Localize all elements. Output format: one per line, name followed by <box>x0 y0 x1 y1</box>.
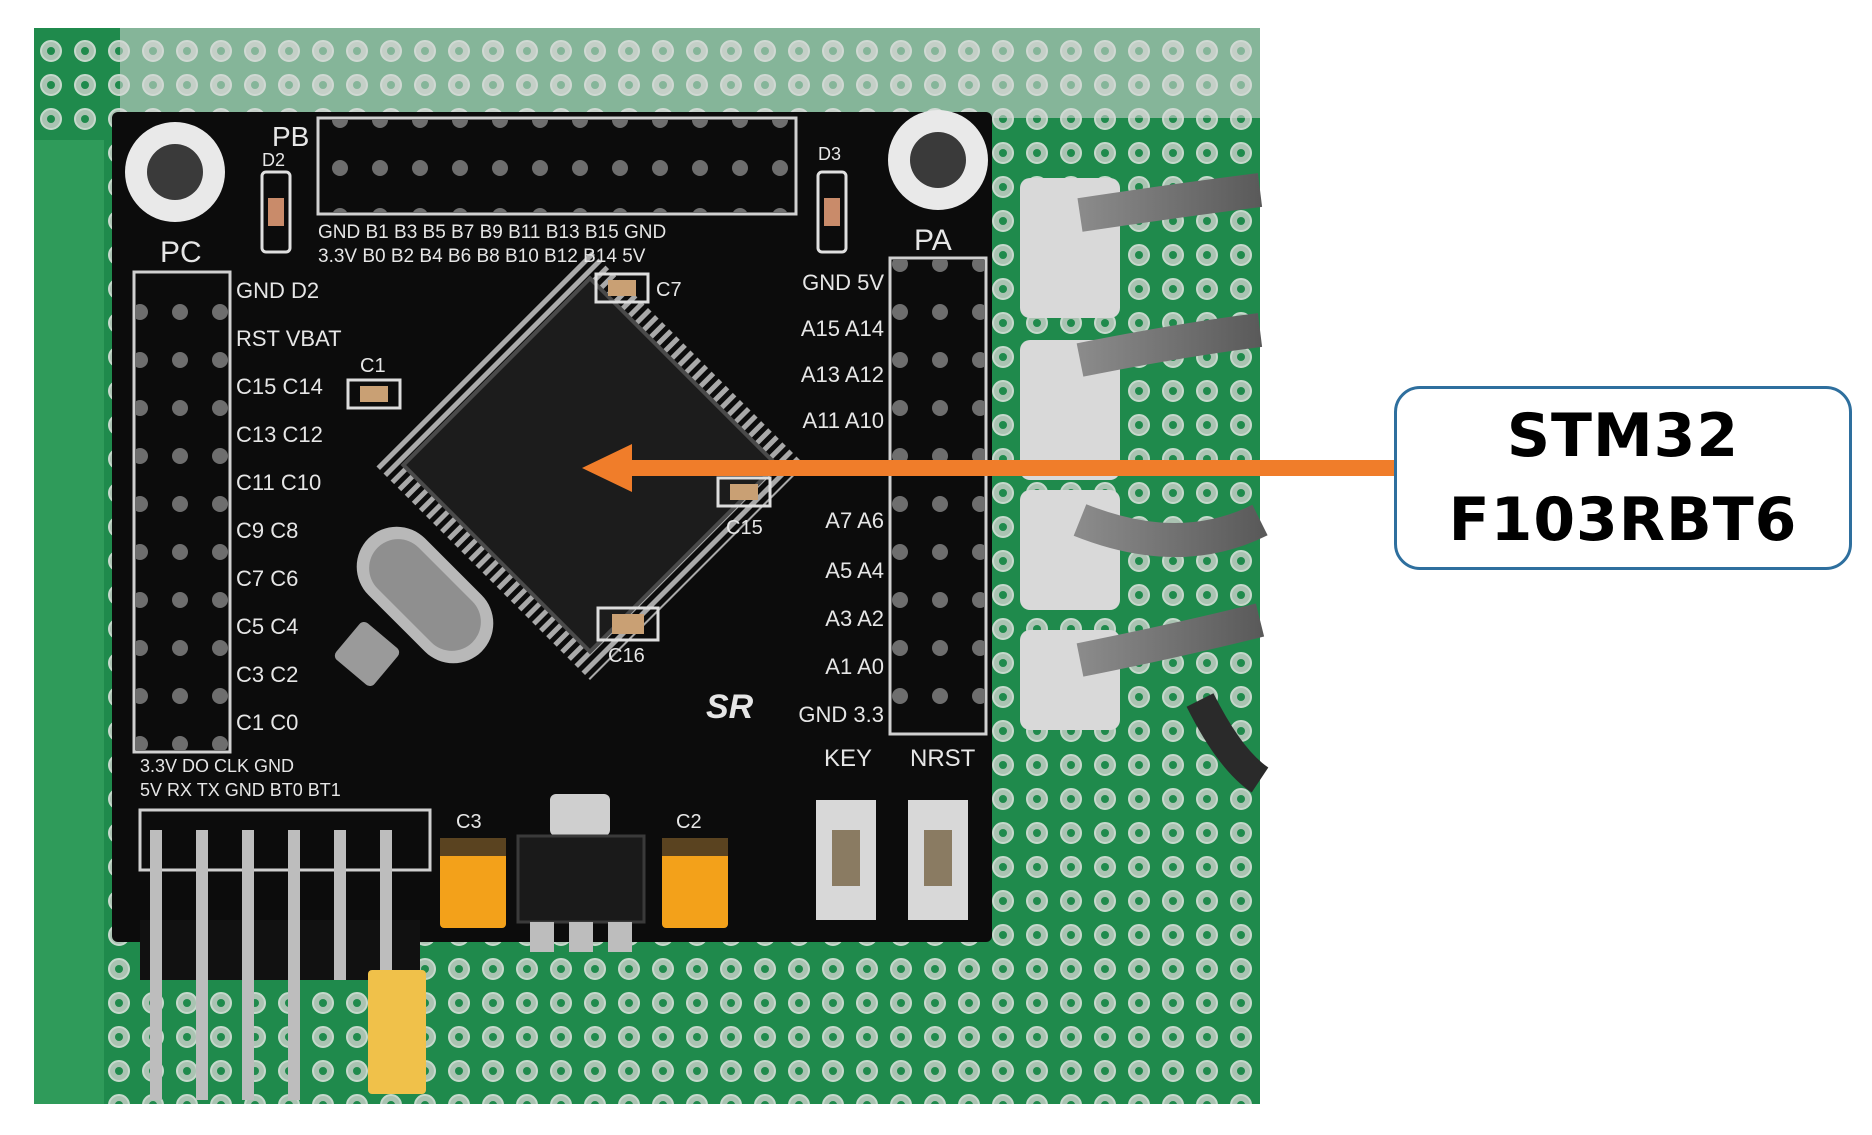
pa-pin-label: GND 3.3 <box>798 702 884 727</box>
label-c16: C16 <box>608 645 645 667</box>
pc-pin-label: C9 C8 <box>236 518 298 543</box>
pc-header <box>132 270 232 754</box>
callout-line-2: F103RBT6 <box>1448 485 1798 555</box>
label-c2: C2 <box>676 811 702 833</box>
pa-pin-label: A15 A14 <box>801 316 884 341</box>
cap-c15 <box>716 476 772 508</box>
pc-pin-label: C1 C0 <box>236 710 298 735</box>
led-d2 <box>260 170 292 254</box>
label-header-top: 3.3V DO CLK GND <box>140 756 294 776</box>
label-header-bottom: 5V RX TX GND BT0 BT1 <box>140 780 341 800</box>
pa-header <box>888 256 988 736</box>
pc-pin-label: C11 C10 <box>236 470 321 495</box>
pa-pin-label: A1 A0 <box>825 654 884 679</box>
pa-pin-label: GND 5V <box>802 270 884 295</box>
pc-pin-label: GND D2 <box>236 278 319 303</box>
pa-pin-label: A11 A10 <box>802 408 884 433</box>
pc-pin-label: C7 C6 <box>236 566 298 591</box>
pa-pin-label: A7 A6 <box>825 508 884 533</box>
callout-line-1: STM32 <box>1506 401 1740 471</box>
label-c7: C7 <box>656 279 682 301</box>
pointer-arrowhead <box>582 444 632 492</box>
chip-callout-box: STM32 F103RBT6 <box>1394 386 1852 570</box>
label-pb-top: GND B1 B3 B5 B7 B9 B11 B13 B15 GND <box>318 222 666 243</box>
wire-connectors <box>1020 173 1269 793</box>
label-sr: SR <box>706 688 754 726</box>
cap-c3 <box>440 838 506 928</box>
led-d3 <box>816 170 848 254</box>
label-d3: D3 <box>818 144 841 164</box>
pa-pin-label: A13 A12 <box>801 362 884 387</box>
pc-pin-label: RST VBAT <box>236 326 342 351</box>
pa-pin-label: A3 A2 <box>825 606 884 631</box>
label-c3: C3 <box>456 811 482 833</box>
cap-c7 <box>594 272 650 304</box>
pb-header <box>316 116 798 216</box>
pc-pin-label: C3 C2 <box>236 662 298 687</box>
nrst-button <box>908 800 968 920</box>
cap-c2 <box>662 838 728 928</box>
cap-c1 <box>346 378 402 410</box>
label-pc: PC <box>160 236 202 269</box>
label-pa: PA <box>914 224 952 257</box>
label-key: KEY <box>824 745 872 772</box>
label-c1: C1 <box>360 355 386 377</box>
pc-pin-label: C5 C4 <box>236 614 298 639</box>
bottom-pin-header <box>138 808 432 1100</box>
label-c15: C15 <box>726 517 763 539</box>
label-pb-bottom: 3.3V B0 B2 B4 B6 B8 B10 B12 B14 5V <box>318 246 646 267</box>
pc-pin-label: C15 C14 <box>236 374 323 399</box>
label-d2: D2 <box>262 150 285 170</box>
pc-pin-label: C13 C12 <box>236 422 323 447</box>
pa-pin-label: A5 A4 <box>825 558 884 583</box>
cap-c16 <box>596 606 660 642</box>
key-button <box>816 800 876 920</box>
label-nrst: NRST <box>910 745 976 772</box>
crystal <box>356 526 494 664</box>
voltage-regulator <box>516 794 646 952</box>
label-pb: PB <box>272 121 309 152</box>
